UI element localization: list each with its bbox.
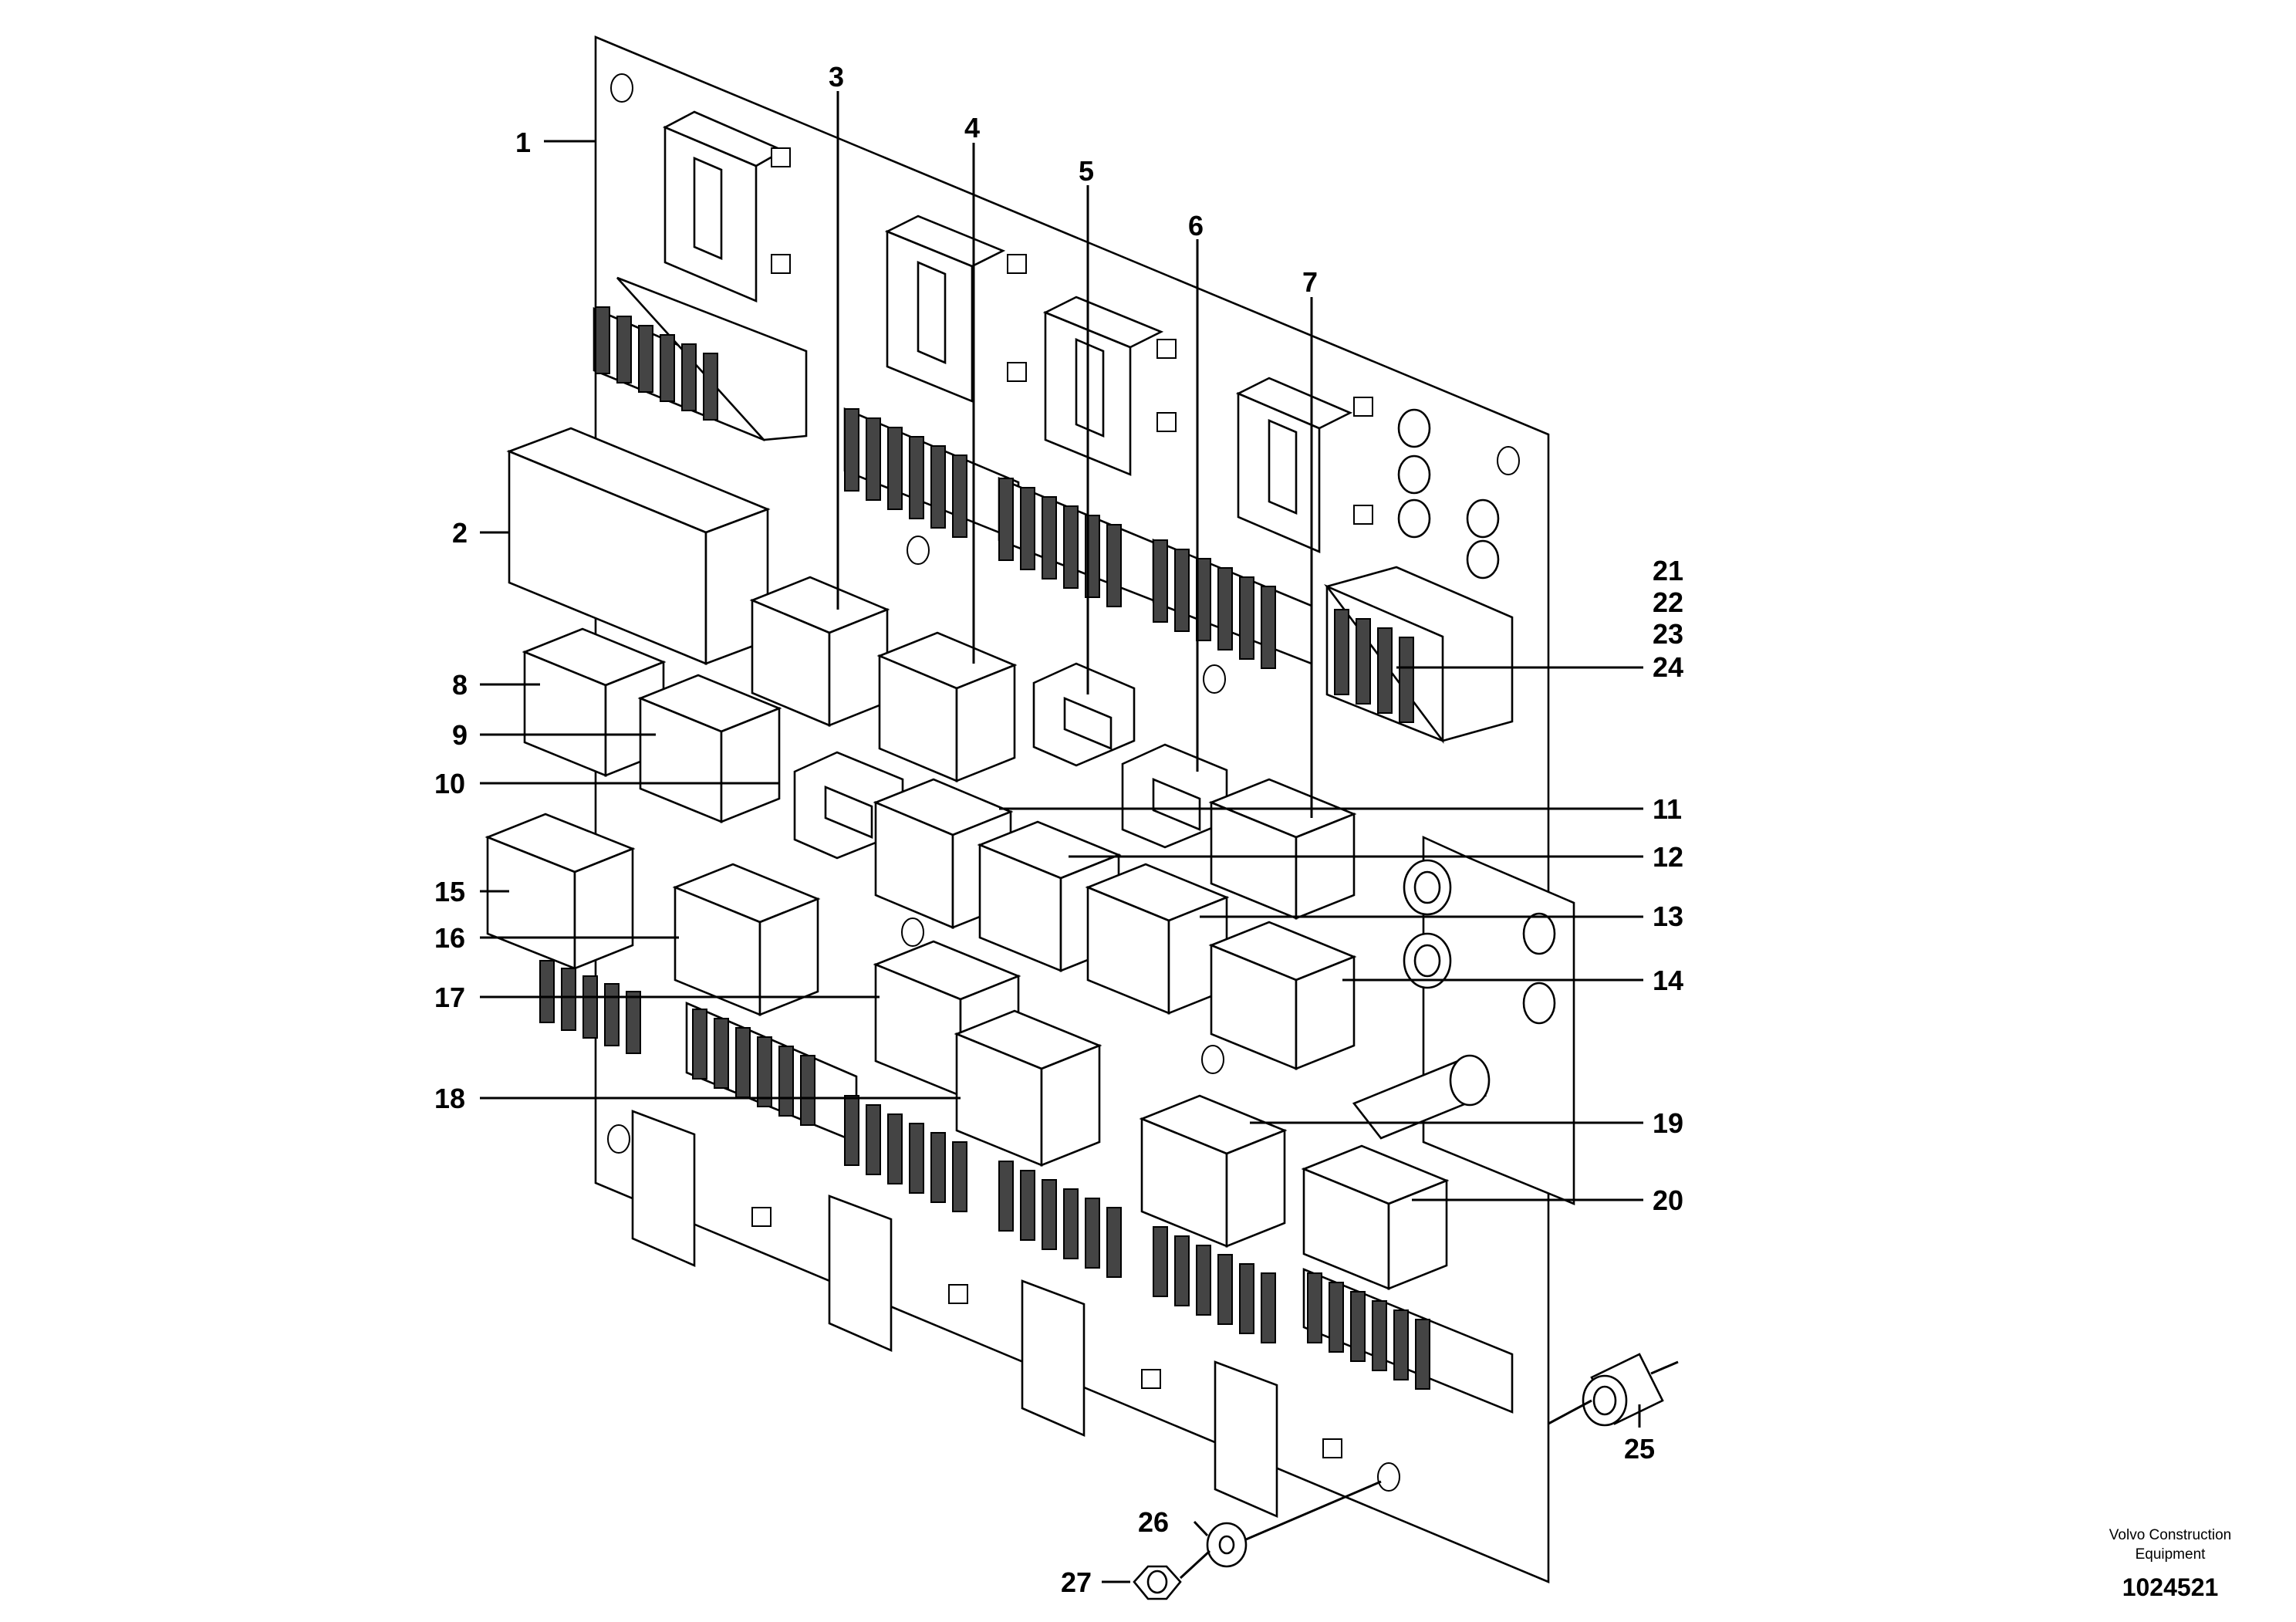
callout-1: 1 [515,127,531,158]
fuse-block-lower [539,960,641,1054]
connector-bottom [1021,1279,1161,1437]
callout-7: 7 [1302,266,1318,298]
callout-6: 6 [1188,210,1204,242]
washer-26 [1206,1522,1248,1568]
mounting-hole [1377,1462,1400,1492]
nut-27 [1133,1565,1182,1600]
fuse-block [593,276,808,441]
fuse-block-lower [685,1002,858,1144]
callout-13: 13 [1653,901,1683,932]
fuse-block-lower [998,1161,1122,1278]
brand-line-1: Volvo Construction [2109,1527,2231,1543]
callout-27: 27 [1061,1566,1092,1598]
relay-19 [1139,1094,1288,1248]
callout-4: 4 [964,112,980,144]
fuse-block [1152,539,1313,669]
callout-24: 24 [1653,651,1683,683]
relay-4 [876,631,1018,782]
connector-top-1 [662,110,791,302]
spacer-25 [1548,1353,1679,1428]
connector-bottom [631,1110,772,1267]
relay-13 [1085,863,1230,1015]
connector-bottom [1214,1360,1342,1518]
callout-14: 14 [1653,965,1683,996]
fuse-block [843,407,1020,542]
connector-top-4 [1235,377,1373,553]
callout-9: 9 [452,719,468,751]
relay-9 [637,674,782,823]
callout-10: 10 [434,768,465,799]
relay-18 [954,1009,1102,1167]
callout-12: 12 [1653,841,1683,873]
callout-8: 8 [452,669,468,701]
fuse-block-lower [1153,1226,1276,1343]
callout-18: 18 [434,1083,465,1114]
relay-8 [522,627,667,777]
cylinder-component [1352,1054,1491,1140]
relay-6 [1121,743,1228,849]
callout-3: 3 [829,61,844,93]
callout-25: 25 [1624,1433,1655,1465]
callout-17: 17 [434,982,465,1013]
relay-7 [1208,778,1357,920]
callout-2: 2 [452,517,468,549]
relay-20 [1301,1144,1450,1290]
callout-15: 15 [434,876,465,907]
callout-19: 19 [1653,1107,1683,1139]
relay-3 [749,576,890,727]
fuse-block-lower [844,1095,967,1212]
callout-16: 16 [434,922,465,954]
callout-21: 21 [1653,555,1683,586]
fuse-block-21-24 [1324,566,1514,744]
callout-11: 11 [1653,793,1682,825]
fuse-block-lower [1302,1268,1514,1414]
callout-20: 20 [1653,1184,1683,1216]
connector-top-2 [884,215,1027,403]
relay-14 [1208,921,1357,1070]
terminal-bolt [1403,835,1575,1205]
connector-bottom [828,1195,968,1352]
callout-5: 5 [1079,155,1094,187]
capacitor [1397,408,1500,580]
callout-26: 26 [1138,1506,1169,1538]
relay-16 [672,863,821,1016]
callout-22: 22 [1653,586,1683,618]
relay-5 [1032,662,1136,767]
document-number: 1024521 [2122,1573,2219,1601]
callout-23: 23 [1653,618,1683,650]
mounting-hole [610,73,633,103]
brand-line-2: Equipment [2136,1546,2207,1563]
mounting-hole [1497,446,1520,475]
leader-lines [480,91,1643,1583]
